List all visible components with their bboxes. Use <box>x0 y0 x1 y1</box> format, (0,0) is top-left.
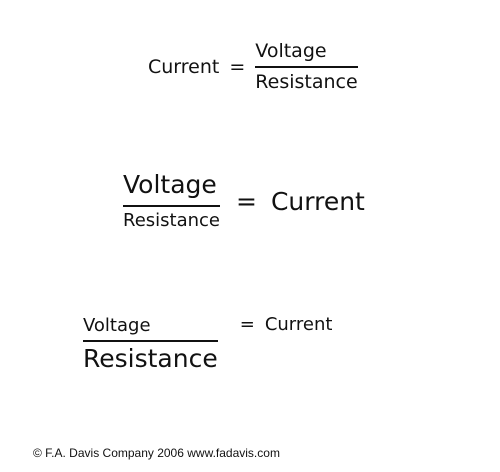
equation-ohms-law-current-first: Current = Voltage Resistance <box>148 40 358 93</box>
equation-large-resistance: Voltage Resistance = Current <box>83 314 332 375</box>
equation-1-numerator: Voltage <box>255 40 358 68</box>
equation-large-voltage: Voltage Resistance = Current <box>123 170 365 233</box>
equation-1-fraction: Voltage Resistance <box>255 40 358 93</box>
equation-2-fraction: Voltage Resistance <box>123 170 220 233</box>
equation-3-right-side: = Current <box>218 314 333 335</box>
equation-3-fraction: Voltage Resistance <box>83 314 218 375</box>
equation-3-rhs: Current <box>264 314 333 335</box>
equation-2-rhs: Current <box>270 187 365 216</box>
copyright-notice: © F.A. Davis Company 2006 www.fadavis.co… <box>33 446 280 460</box>
equation-1-denominator: Resistance <box>255 71 358 93</box>
equation-2-equals: = <box>236 187 257 216</box>
equation-3-equals: = <box>239 314 255 335</box>
equation-3-numerator: Voltage <box>83 314 218 342</box>
equation-2-denominator: Resistance <box>123 210 220 231</box>
equation-1-equals: = <box>229 55 246 78</box>
equation-2-numerator: Voltage <box>123 170 220 207</box>
equation-3-denominator: Resistance <box>83 344 218 373</box>
equation-1-lhs: Current <box>148 55 220 78</box>
